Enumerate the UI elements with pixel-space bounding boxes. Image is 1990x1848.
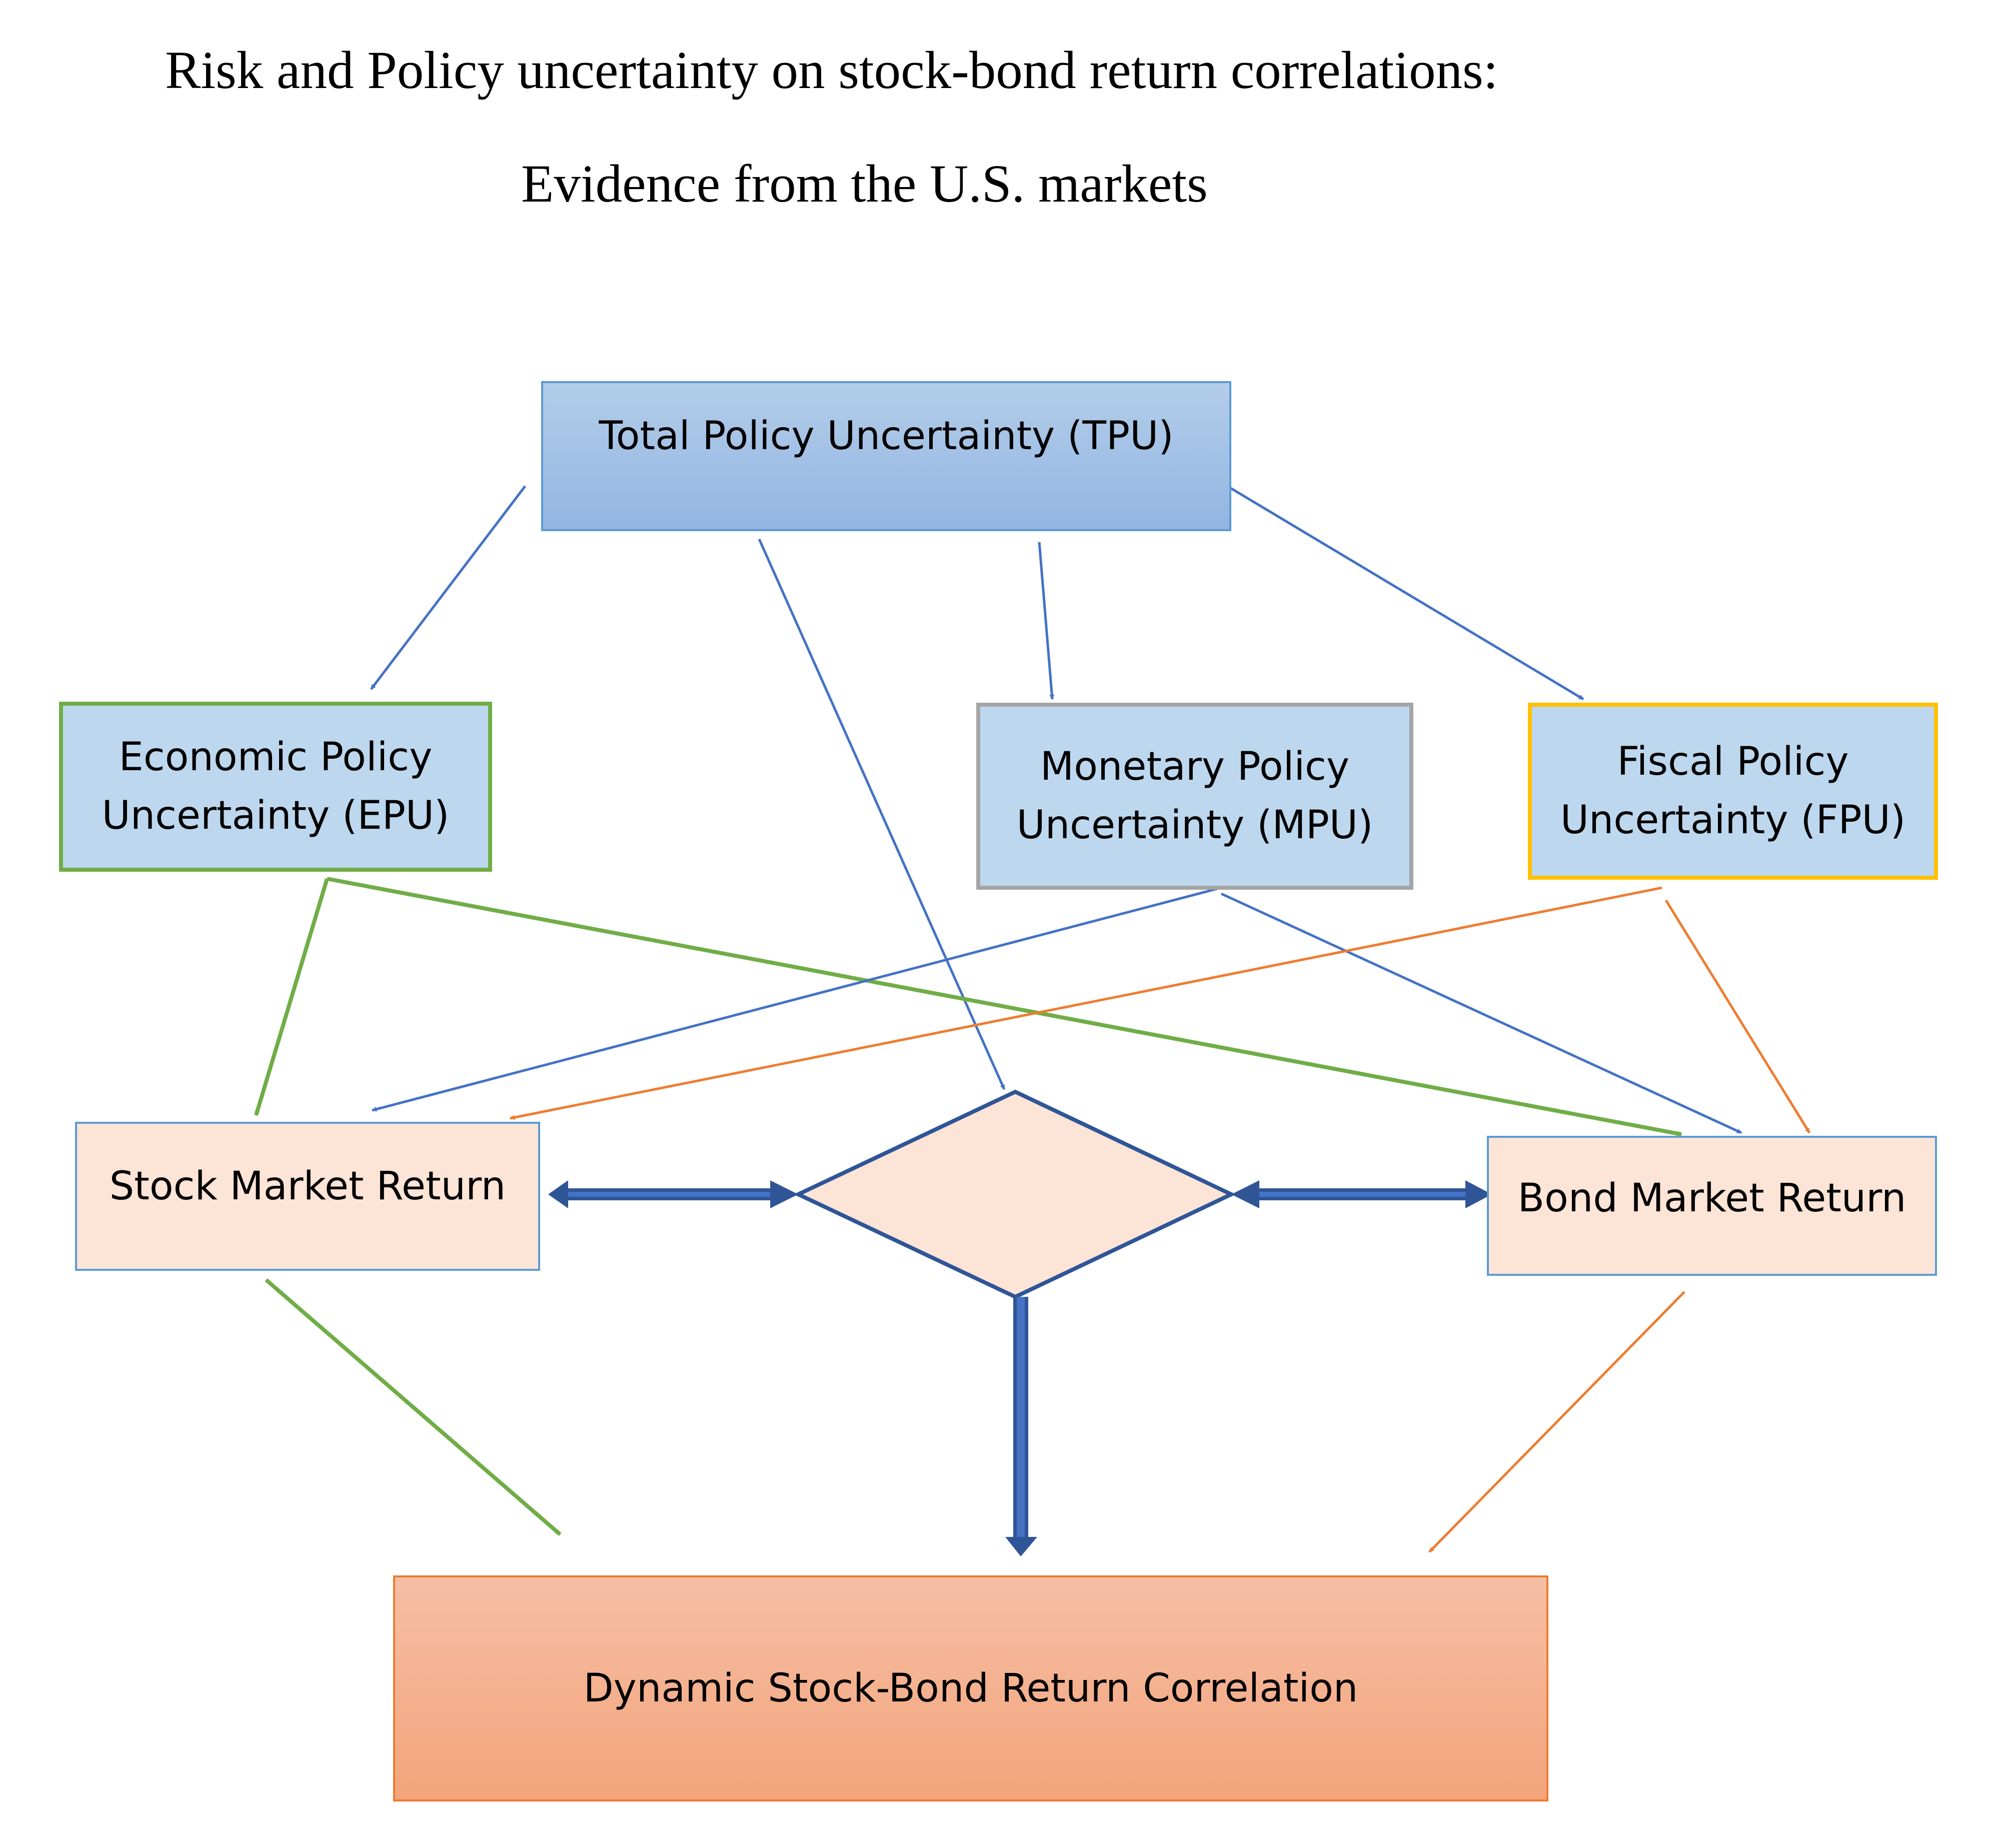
- node-epu-label: Economic Policy Uncertainty (EPU): [102, 735, 450, 838]
- arrow-bond-to-correlation: [1428, 1291, 1685, 1553]
- arrow-stock-to-correlation: [265, 1278, 562, 1536]
- arrow-tpu-to-epu: [370, 485, 526, 690]
- arrow-epu-to-stock: [254, 878, 329, 1116]
- node-dynamic-stock-bond-return-correlation: Dynamic Stock-Bond Return Correlation: [393, 1575, 1548, 1801]
- title-line-1: Risk and Policy uncertainty on stock-bon…: [165, 41, 1498, 100]
- node-stock-label: Stock Market Return: [109, 1163, 506, 1209]
- arrow-tpu-to-mpu: [1038, 542, 1055, 700]
- arrow-tpu-to-decision: [758, 538, 1006, 1090]
- arrow-fpu-to-stock: [510, 886, 1662, 1120]
- node-monetary-policy-uncertainty: Monetary Policy Uncertainty (MPU): [976, 703, 1413, 890]
- node-correlation-label: Dynamic Stock-Bond Return Correlation: [583, 1665, 1358, 1711]
- decision-diamond: [793, 1089, 1236, 1299]
- arrow-fpu-to-bond: [1664, 899, 1811, 1134]
- node-bond-market-return: Bond Market Return: [1487, 1136, 1937, 1276]
- node-fpu-label: Fiscal Policy Uncertainty (FPU): [1560, 739, 1906, 843]
- arrow-tpu-to-fpu: [1226, 485, 1584, 701]
- node-stock-market-return: Stock Market Return: [75, 1122, 540, 1271]
- double-arrow-decision-bond: [1231, 1180, 1492, 1208]
- node-bond-label: Bond Market Return: [1517, 1175, 1906, 1221]
- node-economic-policy-uncertainty: Economic Policy Uncertainty (EPU): [59, 702, 492, 872]
- thick-arrow-decision-to-correlation: [1005, 1297, 1037, 1556]
- arrow-epu-to-bond: [327, 877, 1682, 1136]
- node-fiscal-policy-uncertainty: Fiscal Policy Uncertainty (FPU): [1528, 703, 1938, 880]
- title-line-2: Evidence from the U.S. markets: [521, 155, 1208, 214]
- arrow-mpu-to-bond: [1220, 892, 1742, 1134]
- node-total-policy-uncertainty: Total Policy Uncertainty (TPU): [541, 381, 1231, 531]
- node-tpu-label: Total Policy Uncertainty (TPU): [599, 413, 1174, 459]
- arrow-mpu-to-stock: [372, 887, 1218, 1112]
- double-arrow-stock-decision: [548, 1180, 798, 1208]
- node-mpu-label: Monetary Policy Uncertainty (MPU): [1016, 744, 1373, 848]
